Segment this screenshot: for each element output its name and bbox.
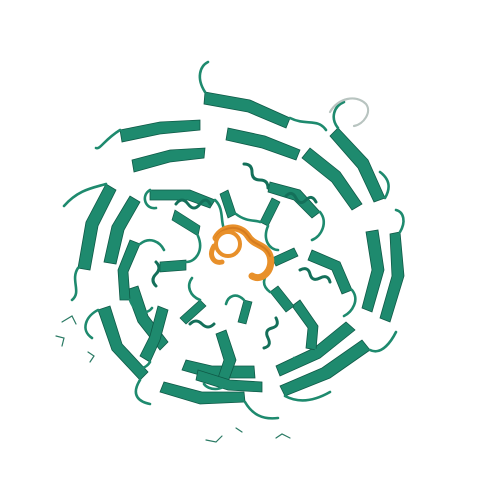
loop [126, 358, 152, 370]
loop [134, 378, 152, 406]
beta-strand [97, 305, 149, 381]
helix [298, 267, 332, 284]
helix [174, 198, 212, 210]
loop [187, 276, 202, 302]
ligand-chain-shade [215, 227, 271, 257]
helix [242, 162, 270, 190]
loop [94, 128, 122, 150]
beta-strand [307, 249, 353, 295]
grey-loop [328, 97, 370, 128]
beta-strand [119, 119, 201, 143]
beta-strand [117, 239, 141, 301]
helix-segments [151, 162, 332, 350]
loop [378, 170, 390, 200]
helix [151, 260, 161, 288]
beta-strand [267, 181, 321, 219]
beta-strand [279, 339, 371, 397]
loop [288, 116, 328, 132]
beta-strand [301, 147, 363, 211]
loop [198, 60, 210, 94]
loop [243, 400, 280, 420]
inner-beta-strands [159, 189, 299, 325]
loop [84, 308, 100, 340]
loop [138, 238, 166, 252]
loop [234, 212, 262, 224]
beta-strand [225, 127, 301, 161]
loop [394, 208, 405, 234]
beta-strand [195, 369, 263, 393]
helix [262, 316, 279, 350]
coil-loops [62, 60, 405, 420]
loop [224, 294, 246, 306]
ligand-molecule [209, 224, 275, 281]
beta-strand [269, 285, 295, 313]
loop [62, 182, 108, 208]
beta-strand [291, 299, 319, 351]
beta-strand [159, 259, 187, 273]
loop [292, 348, 318, 363]
beta-strand [179, 299, 207, 325]
loop [202, 380, 230, 391]
helix [188, 319, 216, 329]
ligand-tail [209, 243, 225, 265]
beta-strand [361, 229, 385, 313]
beta-strand [159, 381, 246, 405]
loop [264, 224, 280, 252]
side-chain-fragments [55, 315, 291, 443]
loop [143, 188, 158, 210]
ligand-ring [214, 230, 242, 258]
beta-strand [379, 231, 405, 323]
loop [332, 100, 346, 130]
loop [184, 234, 202, 264]
loop [128, 298, 154, 314]
helix [284, 191, 318, 205]
loop [368, 330, 398, 353]
loop [310, 210, 325, 242]
beta-strand [171, 209, 201, 237]
beta-strand [131, 147, 206, 173]
beta-strand [139, 305, 169, 363]
beta-strand [103, 195, 141, 265]
loop [283, 390, 332, 402]
beta-strand [259, 197, 281, 227]
loop [342, 288, 357, 318]
loop [70, 266, 80, 302]
beta-strand [203, 91, 291, 129]
beta-strand [77, 183, 117, 271]
middle-beta-sheet-ring [117, 181, 353, 393]
beta-strand [219, 189, 237, 219]
beta-strand [329, 127, 386, 203]
beta-strand [237, 299, 253, 325]
